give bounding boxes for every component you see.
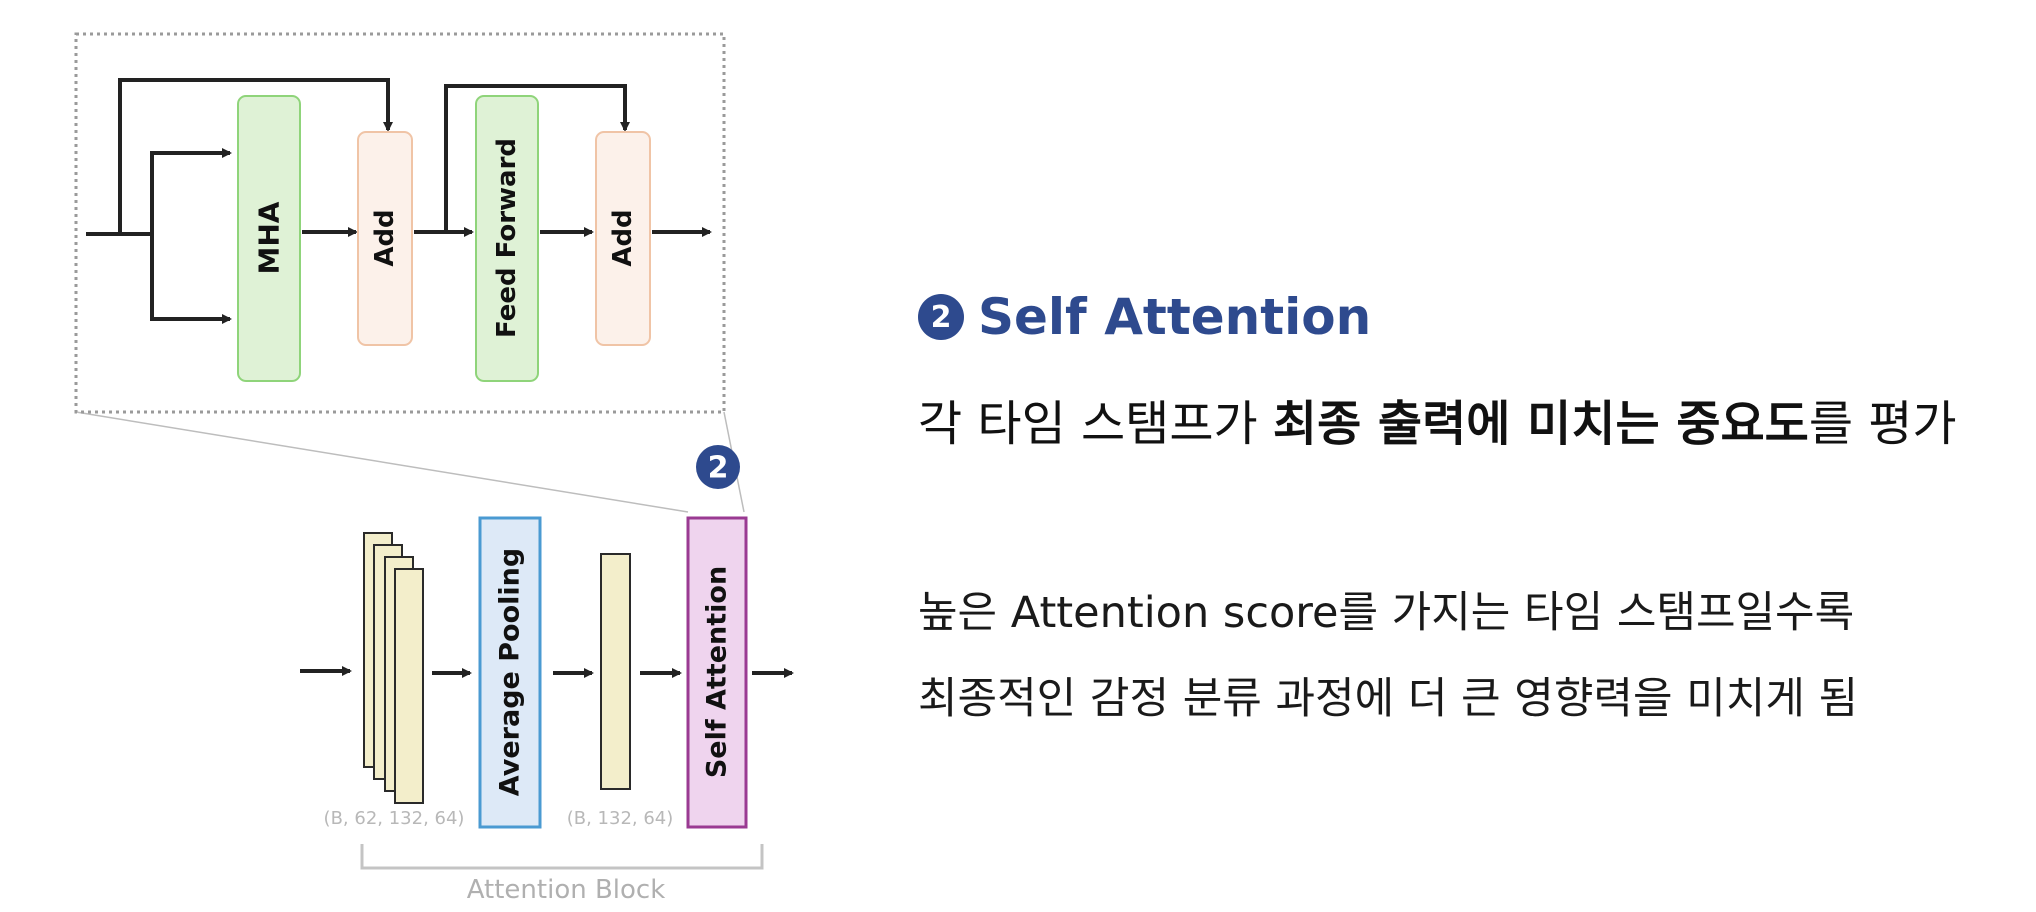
feed-forward-box — [475, 95, 539, 382]
pooled-dimension-label: (B, 132, 64) — [567, 808, 674, 829]
add-label-1: Add — [370, 209, 400, 266]
summary-text-bold: 최종 출력에 미치는 중요도 — [1272, 396, 1809, 452]
skip-connection-1 — [118, 78, 393, 234]
heading-text: Self Attention — [978, 288, 1372, 346]
architecture-diagram: MHA Add Feed Forward Add Average Pooling… — [74, 32, 794, 905]
add-box-2 — [595, 131, 651, 346]
self-attention-label: Self Attention — [702, 566, 733, 778]
summary-line: 각 타임 스탬프가 최종 출력에 미치는 중요도를 평가 — [918, 384, 1957, 454]
step-badge-icon — [696, 445, 740, 489]
feature-map-stack — [363, 532, 424, 804]
add-label-2: Add — [608, 209, 638, 266]
mha-input-bottom — [150, 234, 232, 324]
add-box-1 — [357, 131, 413, 346]
attention-block-label: Attention Block — [467, 875, 666, 905]
description-line-1: 높은 Attention score를 가지는 타임 스탬프일수록 — [918, 588, 1855, 638]
average-pooling-box — [478, 516, 542, 829]
skip-connection-2 — [444, 84, 630, 232]
input-dimension-label: (B, 62, 132, 64) — [324, 808, 465, 829]
summary-text-pre: 각 타임 스탬프가 — [918, 396, 1273, 452]
mha-input-top — [150, 148, 232, 234]
pooled-vector — [600, 553, 631, 790]
self-attention-box — [686, 516, 748, 829]
step-badge-number: 2 — [708, 451, 729, 486]
attention-block-bracket — [360, 844, 764, 870]
detail-frame — [74, 32, 726, 414]
mha-label: MHA — [253, 201, 286, 274]
average-pooling-label: Average Pooling — [495, 548, 526, 796]
section-heading: 2 Self Attention — [918, 288, 1371, 346]
feed-forward-label: Feed Forward — [492, 138, 522, 338]
zoom-guide-left — [75, 411, 689, 513]
mha-box — [237, 95, 301, 382]
description-line-2: 최종적인 감정 분류 과정에 더 큰 영향력을 미치게 됨 — [918, 674, 1859, 724]
summary-text-post: 를 평가 — [1808, 396, 1957, 452]
step-number-badge: 2 — [918, 294, 964, 340]
